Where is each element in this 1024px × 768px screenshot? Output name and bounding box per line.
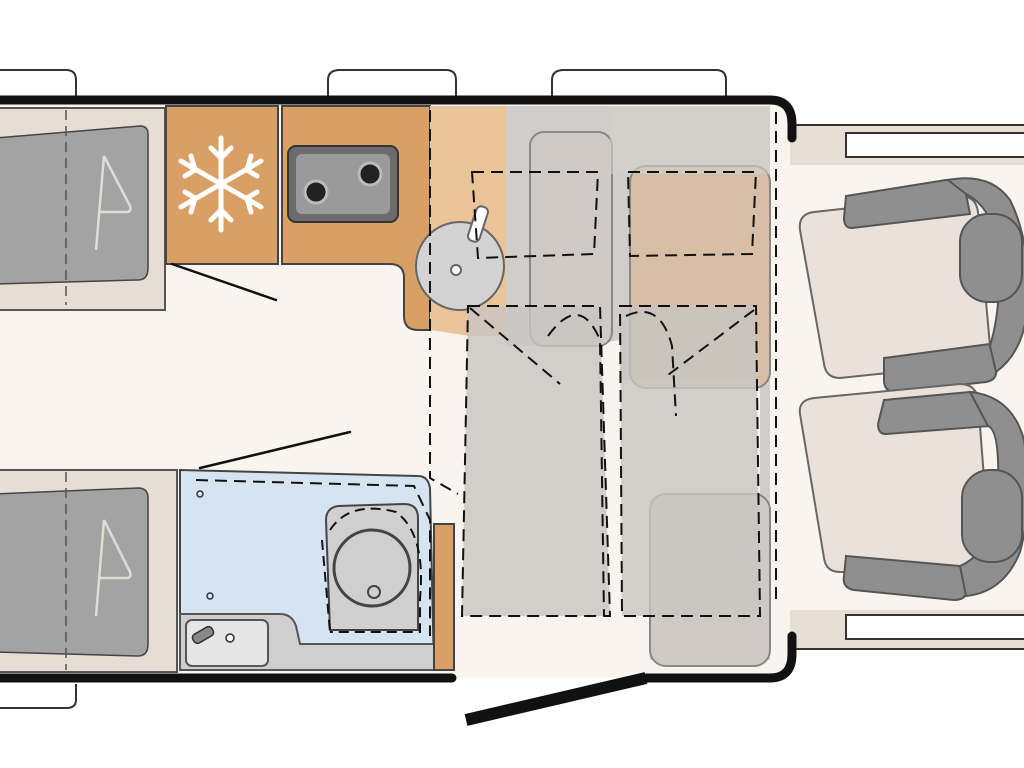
bed-lower-mattress	[0, 487, 149, 657]
toilet-bowl	[332, 528, 412, 608]
cab-seat-passenger	[798, 382, 1024, 602]
dash-curve-center-right	[625, 310, 677, 417]
sink-tap	[467, 205, 489, 243]
exterior-windows	[0, 69, 727, 709]
wall-bottom-right	[641, 631, 797, 683]
kitchen-sink	[415, 205, 505, 311]
cab-windows	[779, 124, 1024, 650]
interior-doors	[170, 262, 352, 470]
shower-drain-2	[206, 592, 214, 600]
clothes-hanger-icon	[94, 519, 132, 617]
hob-burner-right	[357, 161, 383, 187]
bed-lower	[0, 469, 178, 673]
toilet-drain	[367, 585, 381, 599]
bathroom-shower-dash	[195, 479, 431, 636]
cab-window-bottom-glass	[845, 614, 1024, 640]
cab-seat-driver	[798, 177, 1024, 394]
window-top-1	[0, 69, 77, 96]
clothes-hanger-icon	[94, 155, 132, 251]
dash-side-left	[429, 110, 459, 495]
bathroom-sink-drain	[225, 633, 235, 643]
bed-upper	[0, 107, 166, 311]
entry-door	[464, 672, 648, 726]
pillow-left	[470, 171, 600, 260]
hob-burner-left	[303, 179, 329, 205]
bathroom-wall-panel	[433, 523, 455, 671]
cab-seat-driver-headrest	[959, 213, 1023, 303]
window-bottom-1	[0, 684, 77, 709]
snowflake-icon	[178, 135, 264, 233]
outer-walls	[0, 95, 797, 726]
dropdown-bed-outline-right	[618, 305, 762, 617]
bedroom-door-lower	[198, 430, 352, 470]
dropdown-bed-outline-left	[460, 305, 612, 617]
cab-seat-passenger-headrest	[961, 469, 1023, 563]
bathroom	[179, 468, 455, 671]
cab-window-top-glass	[845, 132, 1024, 158]
fridge	[165, 105, 279, 265]
bed-upper-mattress	[0, 125, 149, 285]
window-top-2	[327, 69, 457, 96]
bedroom-door-upper	[170, 262, 278, 302]
pillow-right	[626, 171, 758, 258]
shower-drain-1	[196, 490, 204, 498]
toilet-seat-dash	[329, 507, 422, 633]
wall-top	[0, 95, 797, 143]
sink-icon	[191, 625, 215, 645]
sink-drain	[450, 264, 462, 276]
dinette-table	[610, 106, 770, 174]
window-top-3	[551, 69, 727, 96]
dash-diagonal-left	[469, 307, 561, 385]
drop-down-bed-overlay	[429, 110, 777, 617]
dash-curve-center-left	[547, 314, 605, 617]
